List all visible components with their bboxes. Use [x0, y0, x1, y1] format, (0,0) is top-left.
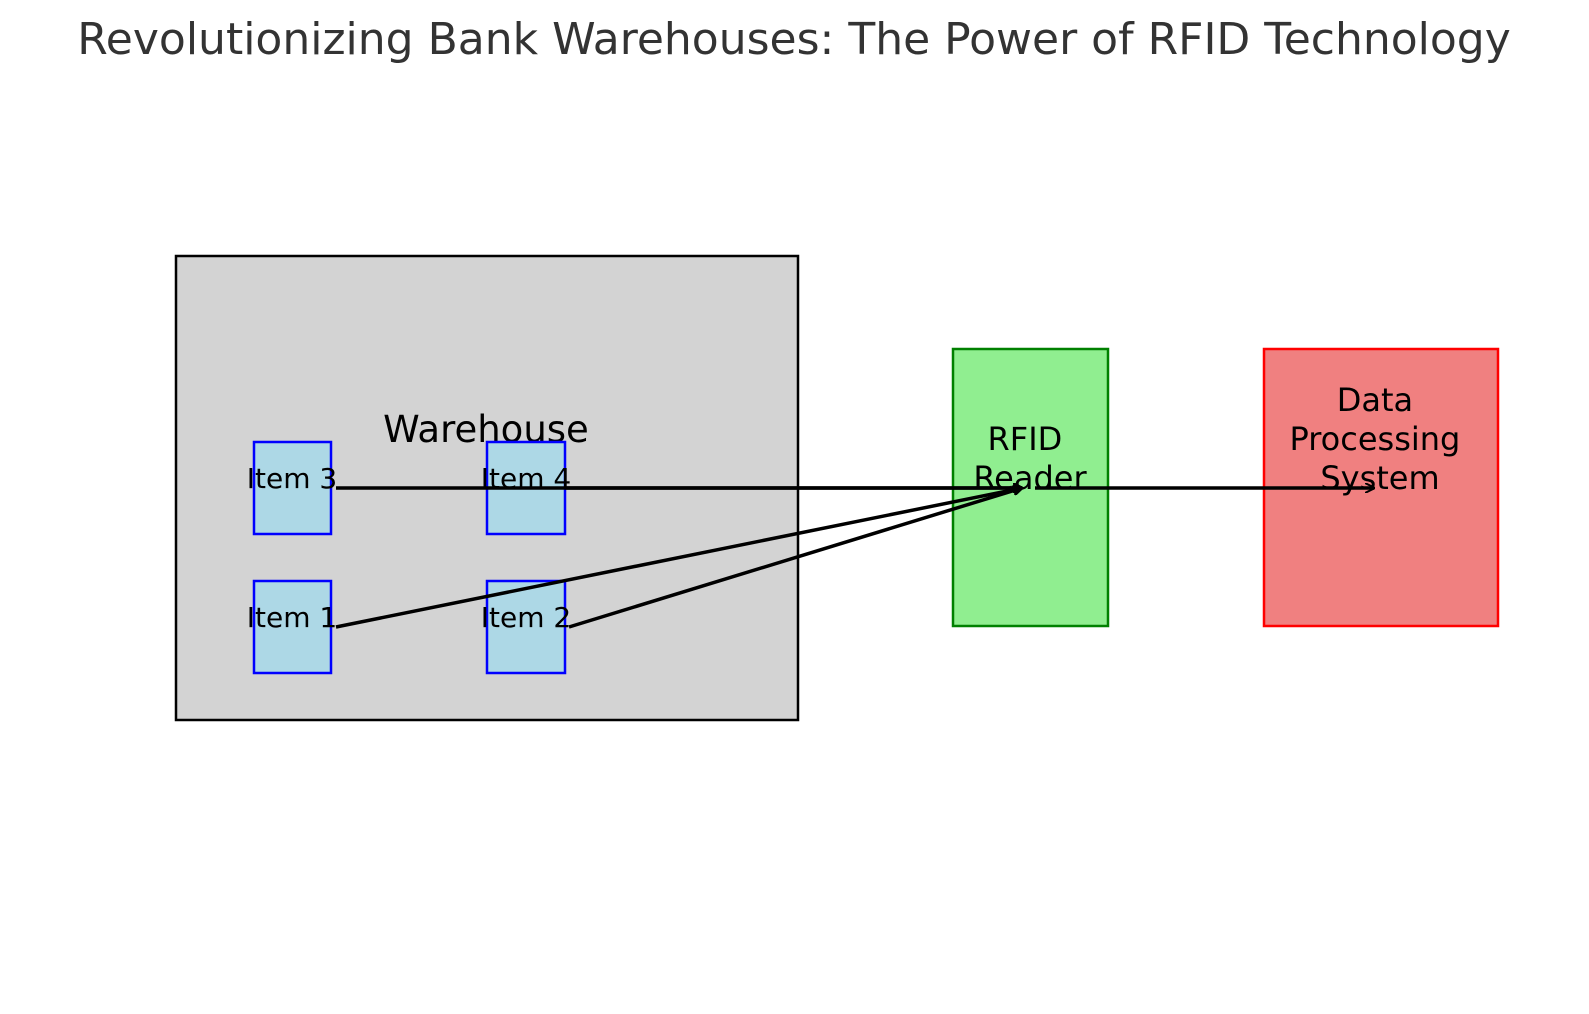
rfid-reader-label-line: RFID [988, 420, 1063, 458]
data-processing-rect [1262, 347, 1500, 628]
data-processing-box: Data Processing System [1262, 347, 1500, 628]
rfid-reader-label: RFID Reader [973, 420, 1087, 497]
data-processing-label-line: Data [1337, 381, 1413, 419]
item-label: Item 4 [481, 462, 571, 495]
data-processing-label-line: System [1320, 459, 1439, 497]
item-rect [485, 579, 567, 675]
item-rect [252, 440, 333, 536]
rfid-reader-label-line: Reader [973, 459, 1087, 497]
data-processing-label-line: Processing [1289, 420, 1460, 458]
arrow-item1-to-reader [335, 488, 1022, 629]
item-label: Item 3 [247, 462, 337, 495]
item-rect [252, 579, 333, 675]
item-box-1: Item 1 [247, 579, 337, 675]
item-box-3: Item 3 [247, 440, 337, 536]
diagram-title: Revolutionizing Bank Warehouses: The Pow… [77, 14, 1511, 65]
data-processing-label: Data Processing System [1289, 381, 1470, 497]
item-box-2: Item 2 [481, 579, 571, 675]
item-label: Item 1 [247, 601, 337, 634]
arrow-item2-to-reader [568, 488, 1022, 629]
item-label: Item 2 [481, 601, 571, 634]
